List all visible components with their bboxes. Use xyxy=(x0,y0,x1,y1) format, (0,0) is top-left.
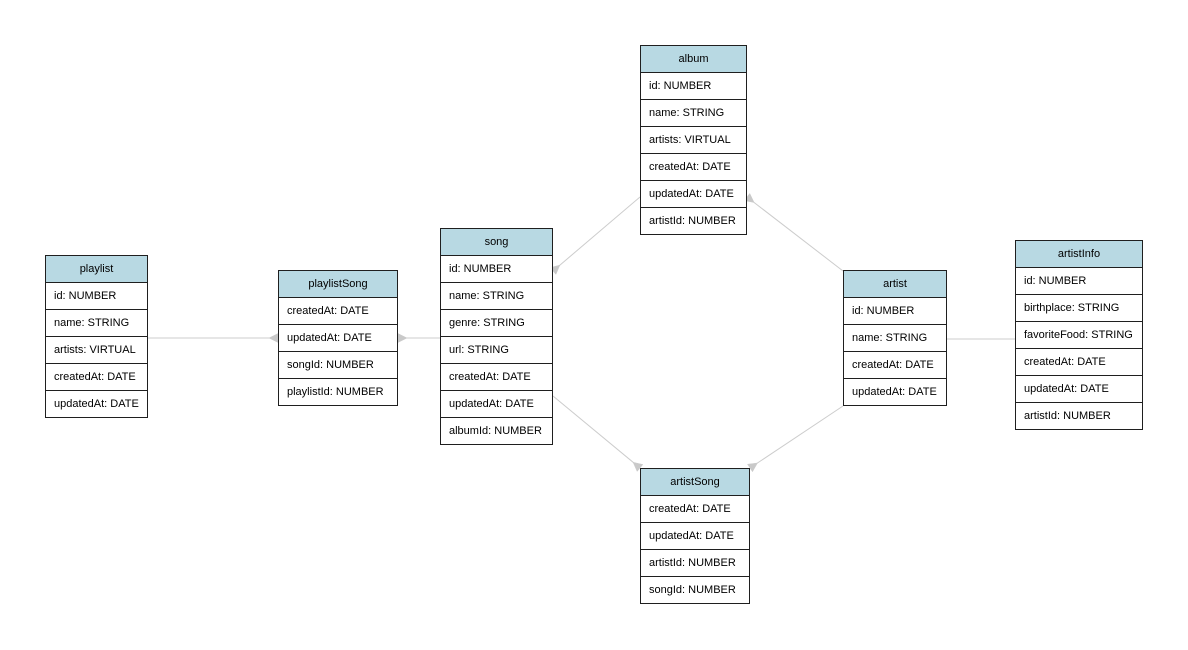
entity-playlistSong-field-updatedAt: updatedAt: DATE xyxy=(279,325,397,352)
entity-playlistSong-field-songId: songId: NUMBER xyxy=(279,352,397,379)
entity-artistSong-header: artistSong xyxy=(641,469,749,496)
entity-artist-header: artist xyxy=(844,271,946,298)
entity-artist-field-updatedAt: updatedAt: DATE xyxy=(844,379,946,405)
edge-song-artistSong xyxy=(552,395,641,469)
entity-artistSong-field-createdAt: createdAt: DATE xyxy=(641,496,749,523)
entity-artistInfo-field-createdAt: createdAt: DATE xyxy=(1016,349,1142,376)
entity-album-field-artists: artists: VIRTUAL xyxy=(641,127,746,154)
entity-playlist-field-name: name: STRING xyxy=(46,310,147,337)
entity-artist-field-createdAt: createdAt: DATE xyxy=(844,352,946,379)
entity-artistInfo-field-id: id: NUMBER xyxy=(1016,268,1142,295)
arrowhead-playlist-playlistSong xyxy=(268,333,279,343)
entity-song-field-id: id: NUMBER xyxy=(441,256,552,283)
entity-album-header: album xyxy=(641,46,746,73)
entity-artistInfo-field-birthplace: birthplace: STRING xyxy=(1016,295,1142,322)
entity-artistInfo-field-artistId: artistId: NUMBER xyxy=(1016,403,1142,429)
entity-playlistSong-field-createdAt: createdAt: DATE xyxy=(279,298,397,325)
entity-album-field-createdAt: createdAt: DATE xyxy=(641,154,746,181)
entity-album-field-id: id: NUMBER xyxy=(641,73,746,100)
entity-playlist-header: playlist xyxy=(46,256,147,283)
entity-artistSong-field-updatedAt: updatedAt: DATE xyxy=(641,523,749,550)
entity-artist-field-name: name: STRING xyxy=(844,325,946,352)
entity-song-field-genre: genre: STRING xyxy=(441,310,552,337)
edge-album-song xyxy=(552,196,641,272)
entity-album-field-artistId: artistId: NUMBER xyxy=(641,208,746,234)
entity-playlist-field-artists: artists: VIRTUAL xyxy=(46,337,147,364)
entity-playlist-field-id: id: NUMBER xyxy=(46,283,147,310)
arrowhead-song-playlistSong xyxy=(397,333,408,343)
entity-song-field-albumId: albumId: NUMBER xyxy=(441,418,552,444)
entity-song-field-createdAt: createdAt: DATE xyxy=(441,364,552,391)
entity-playlist-field-createdAt: createdAt: DATE xyxy=(46,364,147,391)
entity-playlistSong-header: playlistSong xyxy=(279,271,397,298)
entity-playlistSong-field-playlistId: playlistId: NUMBER xyxy=(279,379,397,405)
entity-album-field-name: name: STRING xyxy=(641,100,746,127)
edge-artist-artistSong xyxy=(749,405,844,469)
entity-artistInfo-field-favoriteFood: favoriteFood: STRING xyxy=(1016,322,1142,349)
entity-album-field-updatedAt: updatedAt: DATE xyxy=(641,181,746,208)
entity-song-field-updatedAt: updatedAt: DATE xyxy=(441,391,552,418)
entity-artist-field-id: id: NUMBER xyxy=(844,298,946,325)
entity-song-field-name: name: STRING xyxy=(441,283,552,310)
entity-song-header: song xyxy=(441,229,552,256)
entity-artistSong-field-artistId: artistId: NUMBER xyxy=(641,550,749,577)
edge-artist-album xyxy=(746,196,844,272)
entity-song-field-url: url: STRING xyxy=(441,337,552,364)
entity-artistInfo-field-updatedAt: updatedAt: DATE xyxy=(1016,376,1142,403)
entity-artistSong-field-songId: songId: NUMBER xyxy=(641,577,749,603)
entity-playlist-field-updatedAt: updatedAt: DATE xyxy=(46,391,147,417)
entity-artistInfo-header: artistInfo xyxy=(1016,241,1142,268)
